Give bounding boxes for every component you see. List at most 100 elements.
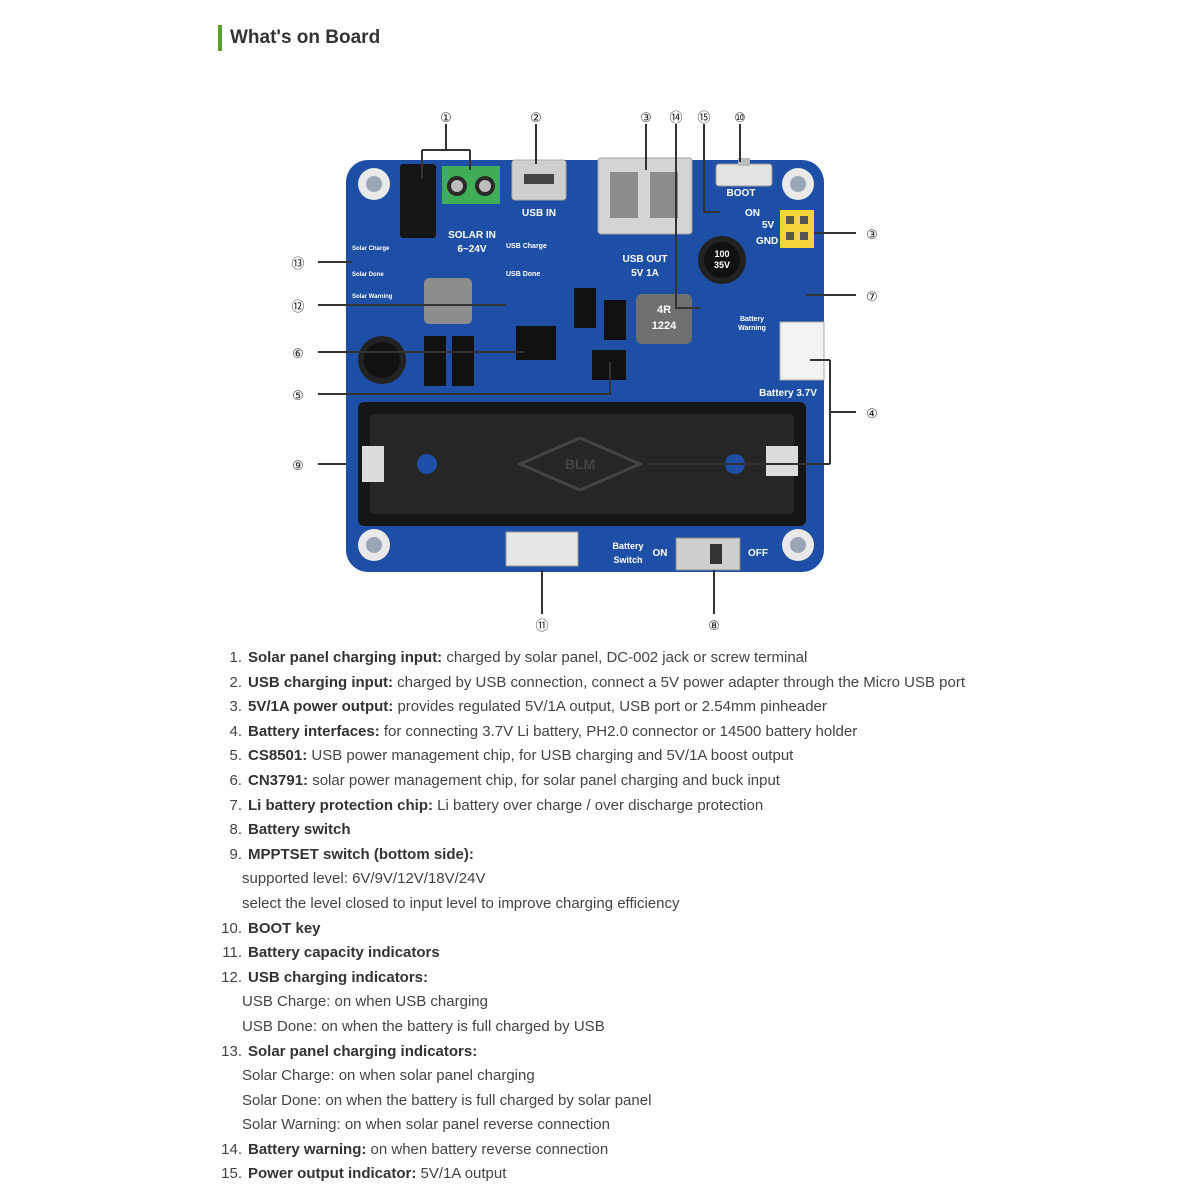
svg-text:⑧: ⑧ (708, 619, 720, 634)
svg-text:Switch: Switch (613, 555, 642, 565)
feature-item: 5.CS8501: USB power management chip, for… (210, 744, 1190, 769)
svg-text:⑨: ⑨ (292, 459, 304, 474)
section-heading: What's on Board (218, 24, 380, 52)
feature-number: 5. (229, 747, 242, 765)
feature-text: for connecting 3.7V Li battery, PH2.0 co… (379, 722, 858, 740)
feature-number: 7. (229, 796, 242, 814)
svg-text:⑩: ⑩ (734, 111, 746, 126)
feature-subitem: Solar Warning: on when solar panel rever… (242, 1116, 610, 1134)
feature-number: 13. (221, 1042, 242, 1060)
board-diagram: 100 35V 4R 1224 BLM SOLAR IN 6~24V USB I… (291, 111, 877, 634)
svg-text:Solar Charge: Solar Charge (352, 246, 390, 252)
svg-text:ON: ON (745, 208, 760, 219)
feature-description: CS8501: USB power management chip, for U… (242, 744, 793, 769)
feature-item: 8.Battery switch (210, 818, 1190, 843)
mounting-holes (358, 168, 814, 561)
battery-switch (675, 537, 741, 571)
inductor-left (424, 278, 472, 324)
svg-text:BLM: BLM (565, 456, 595, 472)
boot-key (715, 163, 773, 187)
feature-subitem: select the level closed to input level t… (242, 894, 680, 912)
feature-text: on when battery reverse connection (366, 1140, 609, 1158)
feature-description: Li battery protection chip: Li battery o… (242, 794, 763, 819)
svg-text:USB Done: USB Done (506, 271, 540, 278)
feature-subitem: Solar Charge: on when solar panel chargi… (242, 1067, 535, 1085)
feature-item: 14. Battery warning: on when battery reve… (210, 1138, 1190, 1163)
feature-list: 1. Solar panel charging input: charged by… (210, 646, 1190, 1187)
svg-text:Solar Done: Solar Done (352, 272, 384, 278)
feature-description: Solar panel charging indicators: (242, 1040, 477, 1065)
inductor-right: 4R 1224 (636, 294, 692, 344)
feature-number: 14. (221, 1140, 242, 1158)
svg-text:BOOT: BOOT (727, 188, 756, 199)
feature-key: Battery switch (248, 821, 351, 839)
feature-item: 4.Battery interfaces: for connecting 3.7… (210, 720, 1190, 745)
svg-text:5V: 5V (762, 220, 775, 231)
feature-key: CN3791: (248, 771, 309, 789)
feature-item: 13.Solar panel charging indicators: (210, 1040, 1190, 1065)
callout-numbers: ① ② ③ ⑭ ⑮ ⑩ ③ ⑦ ④ ⑬ ⑫ ⑥ ⑤ ⑨ ⑪ ⑧ (291, 111, 877, 634)
svg-text:6~24V: 6~24V (457, 244, 487, 255)
svg-text:⑥: ⑥ (292, 347, 304, 362)
feature-subitem: USB Done: on when the battery is full ch… (242, 1017, 605, 1035)
screw-terminal (442, 166, 500, 204)
svg-text:⑭: ⑭ (669, 111, 682, 126)
svg-text:ON: ON (653, 548, 668, 559)
svg-text:⑬: ⑬ (291, 257, 304, 272)
feature-description: MPPTSET switch (bottom side): (242, 843, 474, 868)
heading-text: What's on Board (230, 27, 381, 48)
dc-jack (400, 164, 436, 238)
feature-item: 7.Li battery protection chip: Li battery… (210, 794, 1190, 819)
svg-text:GND: GND (756, 236, 778, 247)
svg-text:1224: 1224 (652, 320, 677, 332)
svg-text:SOLAR IN: SOLAR IN (448, 230, 496, 241)
feature-key: Battery warning: (248, 1140, 367, 1158)
svg-text:Warning: Warning (738, 325, 766, 332)
svg-text:③: ③ (866, 228, 878, 243)
feature-key: USB charging indicators: (248, 968, 429, 986)
feature-description: CN3791: solar power management chip, for… (242, 769, 780, 794)
svg-text:Solar Warning: Solar Warning (352, 294, 393, 300)
feature-item: 2.USB charging input: charged by USB con… (210, 671, 1190, 696)
svg-text:⑦: ⑦ (866, 290, 878, 305)
cn3791-chip (516, 326, 556, 360)
leader-lines (318, 124, 856, 614)
svg-text:USB OUT: USB OUT (623, 254, 668, 265)
svg-text:USB Charge: USB Charge (506, 243, 547, 250)
feature-key: Battery interfaces: (248, 722, 380, 740)
feature-text: Li battery over charge / over discharge … (433, 796, 764, 814)
feature-text: charged by solar panel, DC-002 jack or s… (442, 649, 808, 666)
battery-holder: BLM (358, 402, 806, 526)
feature-item: 1. Solar panel charging input: charged by… (210, 646, 1190, 671)
feature-key: Solar panel charging input: (248, 649, 443, 666)
feature-number: 11. (222, 944, 242, 962)
feature-item: 3.5V/1A power output: provides regulated… (210, 695, 1190, 720)
feature-number: 1. (229, 649, 242, 666)
feature-subitem: USB Charge: on when USB charging (242, 993, 488, 1011)
feature-description: USB charging input: charged by USB conne… (242, 671, 965, 696)
svg-text:④: ④ (866, 407, 878, 422)
feature-description: Battery interfaces: for connecting 3.7V … (242, 720, 857, 745)
feature-description: Battery capacity indicators (242, 941, 440, 966)
feature-item: 6.CN3791: solar power management chip, f… (210, 769, 1190, 794)
svg-text:⑫: ⑫ (291, 300, 304, 315)
feature-item: 12. USB charging indicators: (210, 966, 1190, 991)
feature-item: 10.BOOT key (210, 917, 1190, 942)
feature-number: 12. (221, 968, 242, 986)
svg-text:⑮: ⑮ (697, 111, 710, 126)
feature-text: 5V/1A output (416, 1165, 507, 1183)
feature-number: 6. (229, 771, 242, 789)
feature-key: Battery capacity indicators (248, 944, 440, 962)
capacitor-right: 100 35V (698, 236, 746, 284)
feature-description: Power output indicator: 5V/1A output (242, 1162, 506, 1187)
svg-text:100: 100 (714, 249, 729, 259)
feature-description: Battery switch (242, 818, 351, 843)
feature-text: provides regulated 5V/1A output, USB por… (393, 698, 827, 716)
svg-text:5V 1A: 5V 1A (631, 268, 659, 279)
feature-description: USB charging indicators: (242, 966, 428, 991)
svg-text:③: ③ (640, 111, 652, 126)
feature-key: Li battery protection chip: (248, 796, 434, 814)
ph2-connector (779, 321, 825, 381)
svg-text:②: ② (530, 111, 542, 126)
feature-key: Power output indicator: (248, 1165, 417, 1183)
